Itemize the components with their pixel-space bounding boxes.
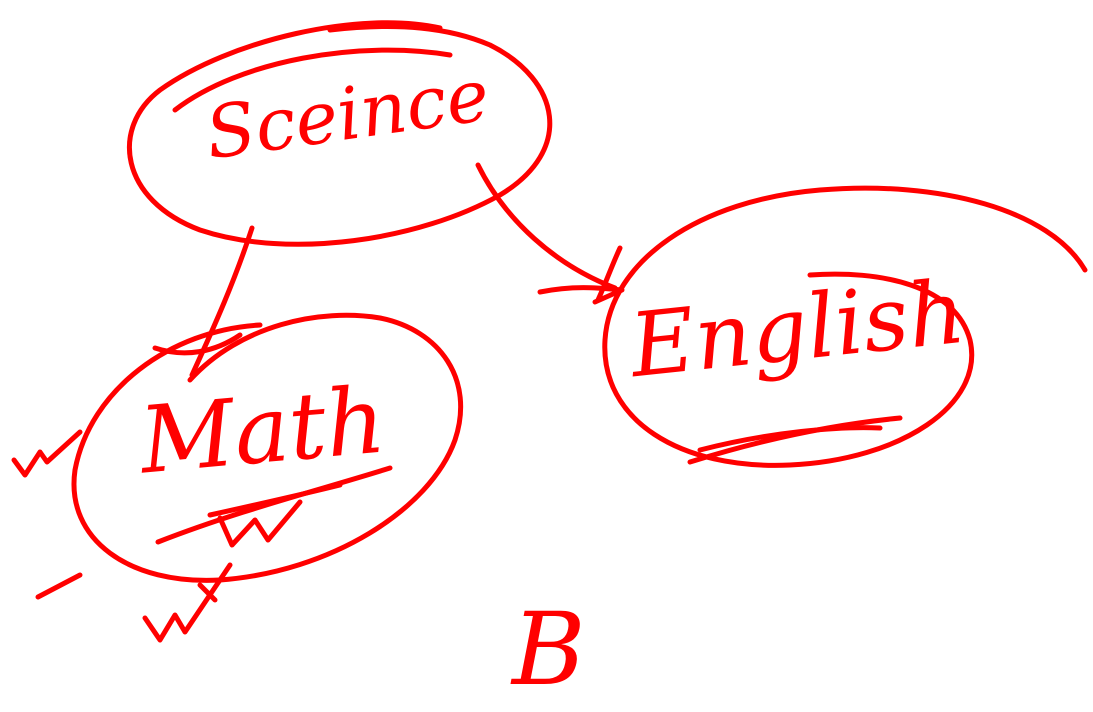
arrow-head-top [595,245,623,303]
tick-left-top [11,429,83,478]
math-scribble [217,499,303,548]
english-underline-1 [687,415,903,465]
arrow-shaft [189,225,255,378]
arrow-shaft [475,162,618,291]
math-ellipse [71,312,464,583]
math-node-label: Math [135,366,390,495]
arrow-head [537,285,625,305]
tick-left-dash [35,572,83,600]
math-node [71,312,464,583]
math-underline-2 [207,482,343,518]
english-node [602,185,1088,468]
science-ellipse-outer [126,20,553,247]
tick-bottom [142,562,233,643]
science-ellipse-inner [172,47,453,113]
arrow-science-to-english [475,162,625,305]
tick-bottom-extra [197,582,218,603]
footer-letter: B [512,591,586,708]
english-underline-2 [697,425,883,453]
tick-marks [11,429,233,643]
english-ellipse [602,185,1088,468]
arrow-science-to-math [152,225,255,378]
science-node [126,20,553,247]
